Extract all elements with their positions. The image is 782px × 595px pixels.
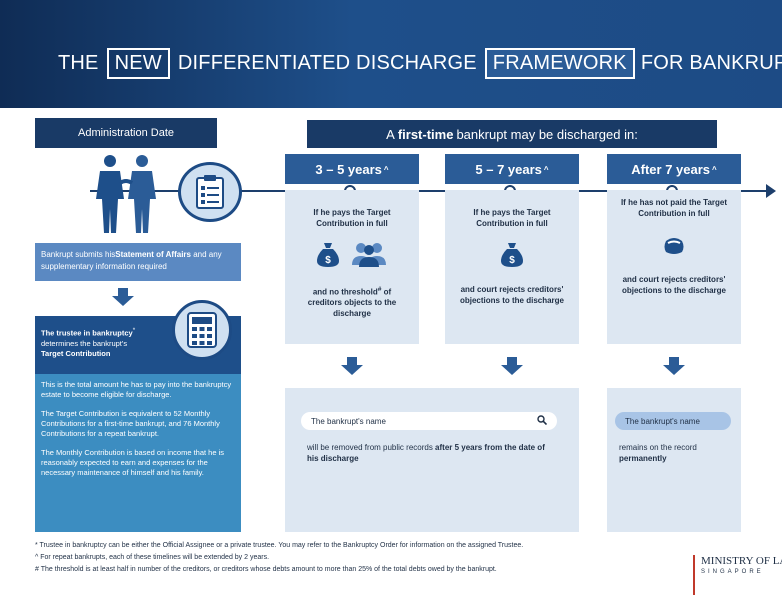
column-icons: [617, 231, 731, 261]
column-icons: $: [455, 241, 569, 271]
search-input[interactable]: The bankrupt's name: [301, 412, 557, 430]
column-outcome-mark: #: [377, 286, 382, 293]
result-removed-panel: The bankrupt's name will be removed from…: [285, 388, 579, 532]
column-body-after-7-years: If he has not paid the Target Contributi…: [607, 190, 741, 344]
footnote-repeat: ^ For repeat bankrupts, each of these ti…: [35, 554, 270, 561]
down-arrow-icon: [112, 288, 134, 306]
administration-date-label: Administration Date: [35, 118, 217, 148]
statement-of-affairs-box: Bankrupt submits hisStatement of Affairs…: [35, 243, 241, 281]
removed-text: will be removed from public records afte…: [307, 442, 557, 464]
remains-pre: remains on the record: [619, 443, 697, 452]
clipboard-checklist-icon: [178, 162, 242, 222]
soa-bold: Statement of Affairs: [115, 250, 191, 259]
tc-paragraph-1: This is the total amount he has to pay i…: [41, 380, 232, 399]
title-the: THE: [58, 51, 99, 74]
search-placeholder: The bankrupt's name: [311, 416, 386, 426]
column-heading-text: After 7 years: [631, 161, 711, 177]
ministry-of-law-logo: MINISTRY OF LAW SINGAPORE: [693, 555, 782, 595]
soa-pre: Bankrupt submits his: [41, 250, 116, 259]
column-heading-mark: ^: [712, 164, 717, 174]
tc-paragraph-3: The Monthly Contribution is based on inc…: [41, 448, 225, 477]
soa-post: and any supplementary information requir…: [41, 250, 222, 271]
trustee-target: Target Contribution: [41, 348, 111, 358]
tc-paragraph-2: The Target Contribution is equivalent to…: [41, 409, 220, 438]
calculator-icon: [172, 300, 232, 360]
column-icons: $: [295, 241, 409, 271]
title-new: NEW: [106, 47, 170, 79]
timeline-arrow-icon: [766, 184, 776, 198]
column-heading-mark: ^: [383, 164, 389, 174]
money-bag-icon: $: [501, 241, 523, 271]
logo-sub-text: SINGAPORE: [701, 569, 764, 575]
logo-main-text: MINISTRY OF LAW: [701, 555, 782, 567]
column-condition-text: If he has not paid the Target Contributi…: [620, 198, 728, 218]
page-title: THE NEW DIFFERENTIATED DISCHARGE FRAMEWO…: [58, 46, 782, 80]
column-body-5-7-years: If he pays the Target Contribution in fu…: [445, 190, 579, 344]
first-time-pre: A: [386, 126, 395, 142]
remains-text: remains on the record permanently: [619, 442, 731, 464]
footnotes: * Trustee in bankruptcy can be either th…: [35, 540, 695, 576]
result-permanent-panel: The bankrupt's name remains on the recor…: [607, 388, 741, 532]
title-end: FOR BANKRUPTS: [640, 51, 782, 74]
column-condition-text: If he pays the Target Contribution in fu…: [473, 208, 551, 228]
column-heading-after-7-years: After 7 years^: [607, 154, 741, 184]
column-heading-3-5-years: 3 – 5 years^: [285, 154, 419, 184]
timeline-line: [90, 190, 772, 192]
column-outcome-text: and court rejects creditors' objections …: [459, 285, 564, 305]
target-contribution-panel: This is the total amount he has to pay i…: [35, 374, 241, 532]
column-heading-mark: ^: [543, 164, 549, 174]
column-outcome-text: and no threshold# of creditors objects t…: [295, 285, 409, 319]
svg-text:$: $: [325, 255, 331, 266]
column-condition-text: If he pays the Target Contribution in fu…: [313, 208, 391, 228]
column-outcome-post: of creditors objects to the discharge: [307, 287, 397, 318]
down-arrow-icon: [663, 357, 685, 375]
search-icon[interactable]: [537, 414, 548, 428]
first-time-banner: A first-time bankrupt may be discharged …: [307, 120, 717, 148]
footnote-threshold: # The threshold is at least half in numb…: [35, 566, 497, 573]
money-bag-icon: $: [317, 241, 339, 271]
creditors-group-icon: [351, 241, 387, 271]
down-arrow-icon: [501, 357, 523, 375]
remains-bold: permanently: [619, 454, 667, 463]
footnote-trustee: * Trustee in bankruptcy can be either th…: [35, 542, 524, 549]
column-heading-text: 3 – 5 years: [315, 161, 382, 177]
column-outcome-pre: and no threshold: [312, 287, 378, 297]
removed-bold: after 5 years from the date of his disch…: [307, 443, 545, 463]
empty-money-bag-icon: [662, 232, 686, 260]
column-heading-5-7-years: 5 – 7 years^: [445, 154, 579, 184]
first-time-bold: first-time: [397, 126, 454, 142]
title-framework: FRAMEWORK: [484, 47, 635, 79]
trustee-mark: *: [132, 327, 136, 334]
removed-pre: will be removed from public records: [307, 443, 436, 452]
title-middle: DIFFERENTIATED DISCHARGE: [177, 51, 477, 74]
column-outcome-text: and court rejects creditors' objections …: [621, 275, 726, 295]
header-banner: [0, 0, 782, 108]
trustee-bold: The trustee in bankruptcy: [41, 328, 133, 338]
column-body-3-5-years: If he pays the Target Contribution in fu…: [285, 190, 419, 344]
svg-text:$: $: [509, 255, 515, 266]
bankrupt-name-pill: The bankrupt's name: [615, 412, 731, 430]
down-arrow-icon: [341, 357, 363, 375]
trustee-mid: determines the bankrupt's: [41, 338, 128, 348]
first-time-post: bankrupt may be discharged in:: [456, 126, 638, 142]
column-heading-text: 5 – 7 years: [475, 161, 542, 177]
people-handshake-icon: [92, 153, 160, 233]
